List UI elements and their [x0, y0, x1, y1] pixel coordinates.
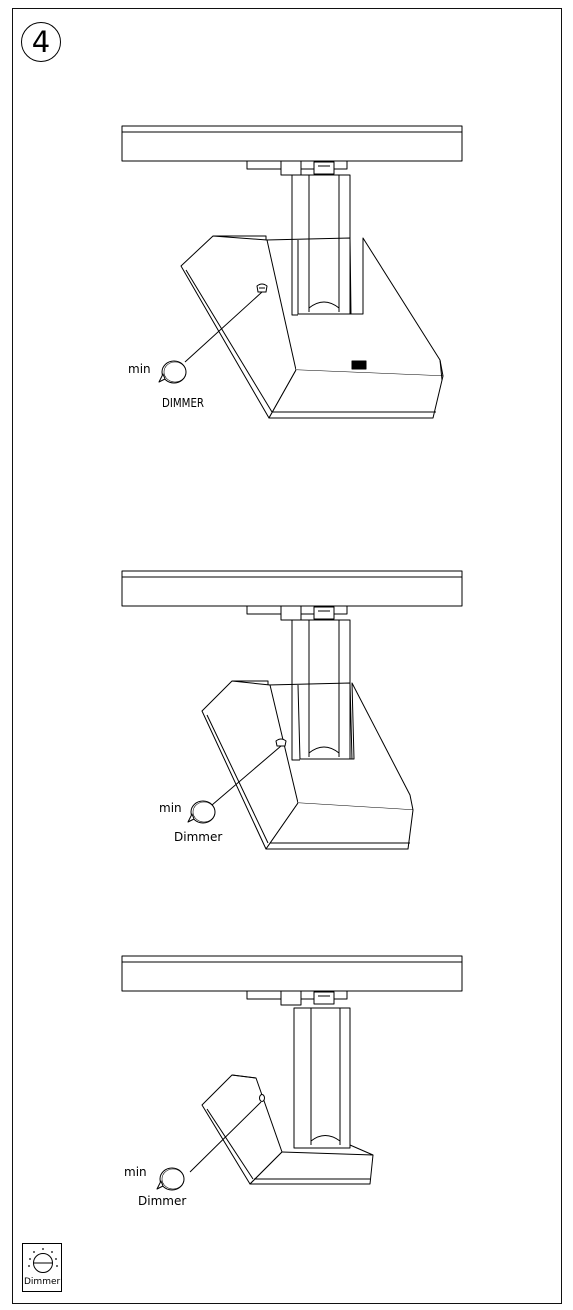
dimmer-knob-icon	[28, 1248, 58, 1273]
page-frame	[12, 8, 562, 1304]
dimmer-min-label-3: min	[124, 1165, 147, 1179]
spotlight-illustration-2	[121, 570, 463, 850]
dimmer-legend-label: Dimmer	[24, 1277, 61, 1287]
dimmer-legend-box	[22, 1243, 62, 1292]
stem	[293, 1007, 351, 1149]
driver-housing	[189, 1074, 374, 1185]
dimmer-min-label-1: min	[128, 362, 151, 376]
track-adapter	[246, 990, 348, 1006]
track-rail	[121, 570, 463, 607]
rotate-arrow-icon	[156, 1167, 185, 1191]
dimmer-min-label-2: min	[159, 801, 182, 815]
spotlight-illustration-3	[121, 955, 463, 1191]
driver-housing	[201, 680, 414, 850]
track-rail	[121, 955, 463, 992]
dimmer-label-3: Dimmer	[138, 1194, 187, 1208]
step-number: 4	[31, 24, 51, 59]
rotate-arrow-icon	[158, 360, 187, 384]
track-adapter	[246, 160, 348, 176]
stem	[291, 174, 351, 316]
track-adapter	[246, 605, 348, 621]
dimmer-label-2: Dimmer	[174, 830, 223, 844]
spotlight-illustration-1	[121, 125, 463, 419]
rotate-arrow-icon	[187, 800, 216, 824]
step-number-badge: 4	[21, 22, 61, 62]
dimmer-label-1: DIMMER	[162, 396, 204, 410]
stem	[291, 619, 351, 761]
track-rail	[121, 125, 463, 162]
driver-housing	[180, 235, 444, 419]
